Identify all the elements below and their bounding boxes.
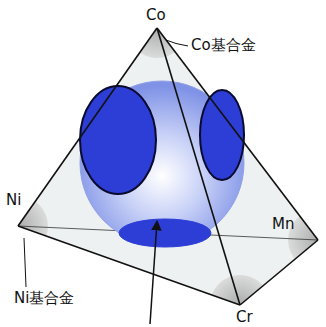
leader-line [166, 40, 188, 46]
alloy-label: Ni基合金 [14, 290, 74, 307]
vertex-label: Mn [272, 216, 294, 233]
section-ellipse [80, 86, 156, 194]
alloy-label: Co基合金 [191, 37, 256, 54]
vertex-label: Cr [236, 309, 253, 326]
section-ellipse [119, 219, 211, 247]
tetra-edges [18, 28, 318, 305]
tetra-face [18, 28, 318, 305]
pointer-arrow [150, 222, 157, 324]
vertex-label: Ni [6, 192, 21, 209]
vertex-label: Co [146, 7, 166, 24]
leader-line [24, 238, 26, 287]
